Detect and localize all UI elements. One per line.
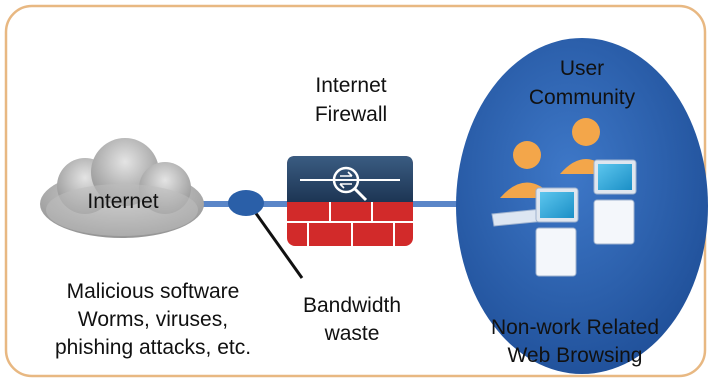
bandwidth-pointer-line <box>253 211 304 279</box>
firewall-title-line1: Internet <box>315 74 387 97</box>
internet-label: Internet <box>87 190 159 213</box>
workstation-icon <box>491 159 637 277</box>
bandwidth-line1: Bandwidth <box>302 294 402 317</box>
link-node-dot <box>228 190 264 216</box>
browsing-line1: Non-work Related <box>490 316 660 339</box>
community-title-line2: Community <box>528 86 636 109</box>
firewall-title-line2: Firewall <box>314 103 388 126</box>
threats-line1: Malicious software <box>66 280 240 303</box>
firewall-icon <box>287 156 413 246</box>
cloud-icon <box>40 138 204 238</box>
user-community-circle <box>456 38 708 374</box>
threats-line2: Worms, viruses, <box>77 308 229 331</box>
threats-line3: phishing attacks, etc. <box>54 336 252 359</box>
browsing-line2: Web Browsing <box>507 344 643 367</box>
community-title-line1: User <box>559 57 605 80</box>
bandwidth-line2: waste <box>324 322 380 345</box>
